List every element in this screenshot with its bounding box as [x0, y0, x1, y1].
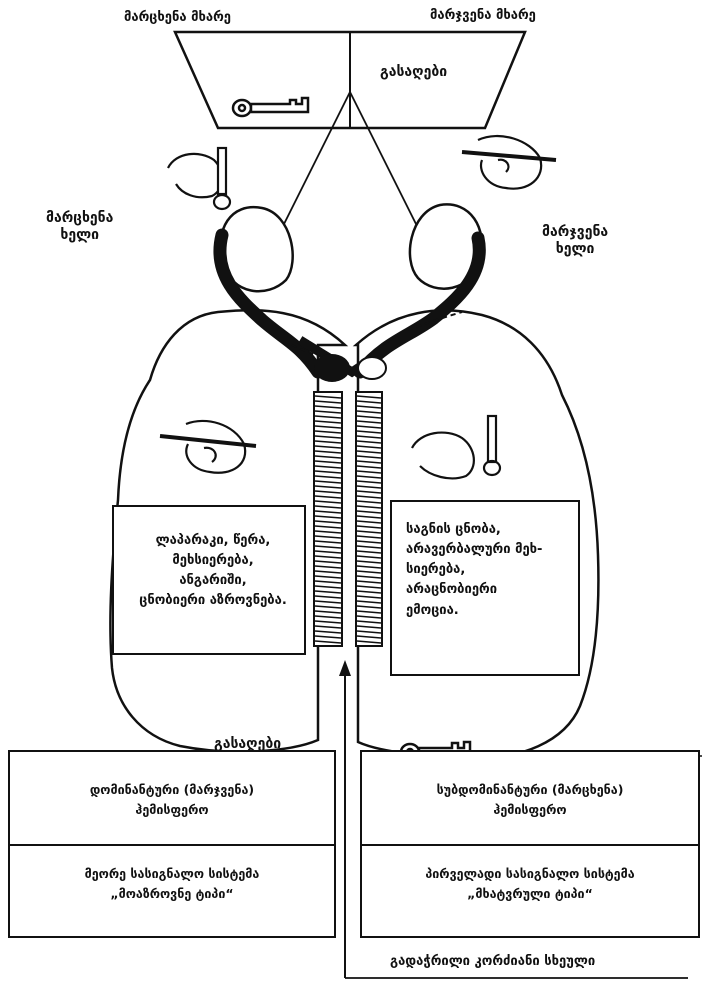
right-caption-title-line: სუბდომინანტური (მარცხენა): [362, 780, 698, 800]
left-hand-label: მარცხენა ხელი: [46, 210, 113, 244]
right-caption-title-line: ჰემისფერო: [362, 800, 698, 820]
right-function-line: ემოცია.: [406, 601, 570, 621]
right-function-line: საგნის ცნობა,: [406, 520, 570, 540]
left-function-line: ლაპარაკი, წერა,: [132, 531, 294, 551]
right-function-line: არავერბალური მეხ-: [406, 540, 570, 560]
left-function-line: მეხსიერება,: [132, 551, 294, 571]
corpus-callosum-left: [314, 392, 342, 646]
right-hemisphere-functions-box: საგნის ცნობა, არავერბალური მეხ- სიერება,…: [390, 500, 580, 676]
left-hand-label-line-1: მარცხენა: [46, 210, 113, 227]
right-caption-subtitle-line: პირველადი სასიგნალო სისტემა: [362, 864, 698, 884]
right-hand-label-line-1: მარჯვენა: [542, 224, 608, 241]
left-function-line: ცნობიერი აზროვნება.: [132, 591, 294, 611]
left-hand-key-icon: [168, 148, 230, 209]
left-hand-label-line-2: ხელი: [46, 227, 113, 244]
screen-left-field-label: მარცხენა მხარე: [124, 10, 231, 26]
thalamus-right: [358, 357, 386, 379]
right-function-line: სიერება,: [406, 560, 570, 580]
corpus-callosum-label: გადაჭრილი კორძიანი სხეული: [390, 954, 595, 970]
right-function-line: არაცნობიერი: [406, 580, 570, 600]
right-hand-label-line-2: ხელი: [542, 241, 608, 258]
left-caption-title-line: დომინანტური (მარჯვენა): [10, 780, 334, 800]
screen-right-field-label: მარჯვენა მხარე: [430, 8, 536, 24]
left-caption-subtitle-line: მეორე სასიგნალო სისტემა: [10, 864, 334, 884]
right-caption-subtitle: პირველადი სასიგნალო სისტემა „მხატვრული ტ…: [360, 844, 700, 938]
right-hand-pencil-icon: [462, 136, 556, 189]
right-caption-subtitle-line: „მხატვრული ტიპი“: [362, 884, 698, 904]
left-hemisphere-functions-box: ლაპარაკი, წერა, მეხსიერება, ანგარიში, ცნ…: [112, 505, 306, 655]
left-caption-title-line: ჰემისფერო: [10, 800, 334, 820]
left-caption-subtitle: მეორე სასიგნალო სისტემა „მოაზროვნე ტიპი“: [8, 844, 336, 938]
left-caption-subtitle-line: „მოაზროვნე ტიპი“: [10, 884, 334, 904]
right-caption-title: სუბდომინანტური (მარცხენა) ჰემისფერო: [360, 750, 700, 846]
thalamus-left: [314, 354, 350, 382]
right-hand-label: მარჯვენა ხელი: [542, 224, 608, 258]
left-function-line: ანგარიში,: [132, 571, 294, 591]
screen-right-panel-text: გასაღები: [380, 64, 447, 81]
corpus-callosum-right: [356, 392, 382, 646]
left-caption-title: დომინანტური (მარჯვენა) ჰემისფერო: [8, 750, 336, 846]
